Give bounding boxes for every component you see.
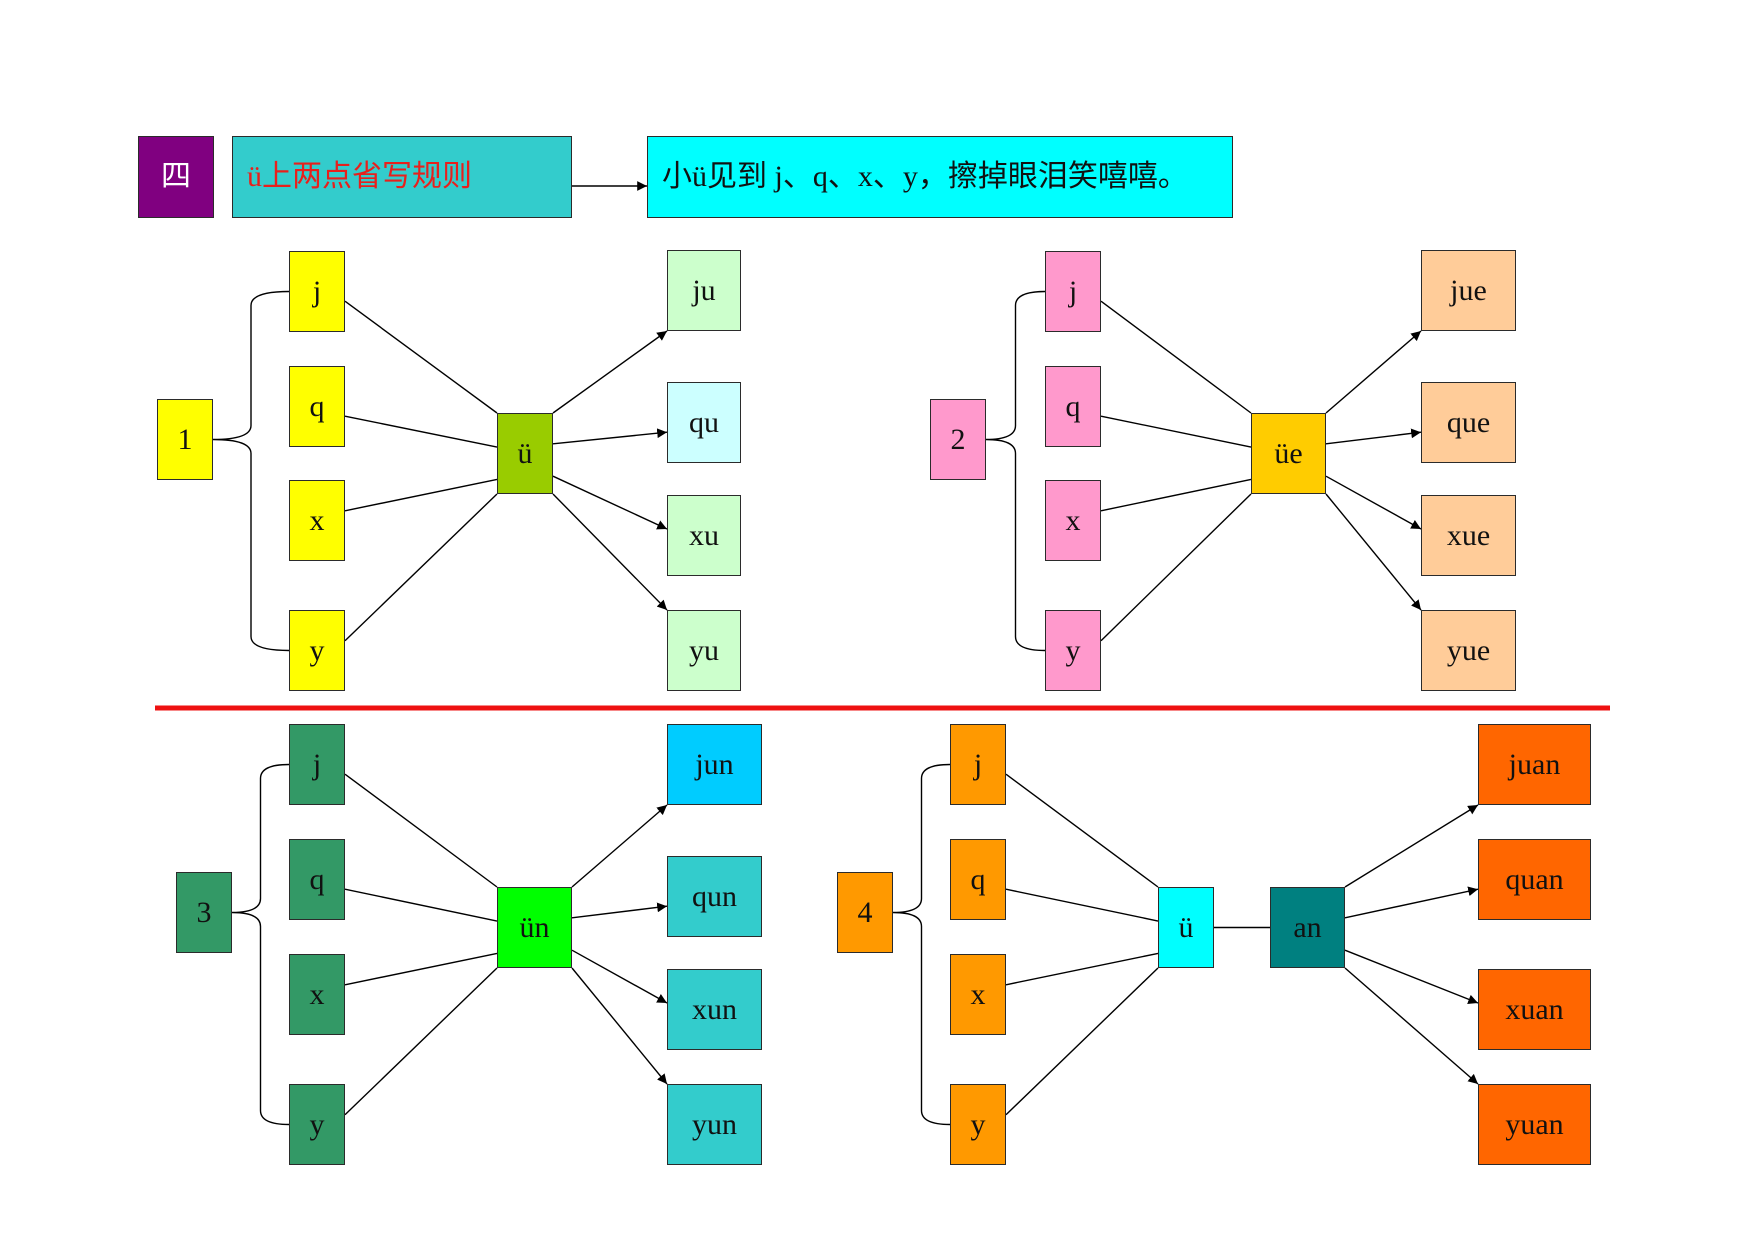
group-3-center: ün (497, 887, 572, 968)
group-2-initial-line-j (1100, 300, 1252, 414)
group-2-result-xue: xue (1421, 495, 1516, 576)
group-4-result-quan: quan (1478, 839, 1591, 920)
group-4-result-arrow-juan (1344, 804, 1479, 888)
group-1-initial-line-y (344, 493, 498, 642)
group-4-result-xuan: xuan (1478, 969, 1591, 1050)
group-3-result-qun: qun (667, 856, 762, 937)
group-4-initial-line-y (1005, 967, 1159, 1116)
group-1-initial-q: q (289, 366, 345, 447)
group-3-result-arrow-xun (571, 949, 668, 1004)
group-3-initial-j: j (289, 724, 345, 805)
group-1-result-xu: xu (667, 495, 741, 576)
group-2-number: 2 (930, 399, 986, 480)
group-4-initial-line-j (1005, 773, 1159, 888)
group-1-center: ü (497, 413, 553, 494)
group-2-brace (985, 290, 1046, 652)
group-1-initial-line-j (344, 300, 498, 414)
group-1-initial-y: y (289, 610, 345, 691)
group-2-result-jue: jue (1421, 250, 1516, 331)
group-2-initial-y: y (1045, 610, 1101, 691)
rule-title: ü上两点省写规则 (232, 136, 572, 218)
group-1-initial-line-x (344, 478, 498, 512)
group-2-result-que: que (1421, 382, 1516, 463)
rule-mnemonic: 小ü见到 j、q、x、y，擦掉眼泪笑嘻嘻。 (647, 136, 1233, 218)
group-2-initial-line-y (1100, 493, 1252, 642)
group-4-initial-x: x (950, 954, 1006, 1035)
group-2-result-arrow-yue (1325, 493, 1422, 611)
group-4-initial-q: q (950, 839, 1006, 920)
group-4-result-arrow-quan (1344, 886, 1479, 919)
section-number-badge: 四 (138, 136, 214, 218)
group-3-initial-line-q (344, 888, 498, 922)
group-3-initial-line-x (344, 952, 498, 986)
group-3-initial-line-j (344, 773, 498, 888)
group-3-result-yun: yun (667, 1084, 762, 1165)
group-2-result-yue: yue (1421, 610, 1516, 691)
group-3-result-arrow-jun (571, 804, 668, 888)
group-2-initial-x: x (1045, 480, 1101, 561)
group-1-result-arrow-yu (552, 493, 668, 611)
group-1-initial-line-q (344, 415, 498, 448)
group-4-initial-y: y (950, 1084, 1006, 1165)
group-2-initial-q: q (1045, 366, 1101, 447)
group-2-result-arrow-jue (1325, 330, 1422, 414)
group-2-initial-j: j (1045, 251, 1101, 332)
group-2-initial-line-q (1100, 415, 1252, 448)
group-3-initial-x: x (289, 954, 345, 1035)
group-3-result-xun: xun (667, 969, 762, 1050)
group-3-result-arrow-yun (571, 967, 668, 1085)
group-1-result-arrow-ju (552, 330, 668, 414)
group-2-result-arrow-que (1325, 428, 1422, 445)
group-3-number: 3 (176, 872, 232, 953)
group-4-number: 4 (837, 872, 893, 953)
group-3-brace (231, 763, 290, 1126)
group-1-brace (212, 290, 290, 652)
group-1-result-arrow-xu (552, 475, 668, 530)
group-4-result-arrow-yuan (1344, 967, 1479, 1085)
group-4-initial-line-q (1005, 888, 1159, 922)
group-4-initial-line-x (1005, 952, 1159, 986)
group-3-initial-line-y (344, 967, 498, 1116)
group-2-result-arrow-xue (1325, 475, 1422, 530)
group-4-center: ü (1158, 887, 1214, 968)
group-1-number: 1 (157, 399, 213, 480)
group-4-connector: an (1270, 887, 1345, 968)
group-3-result-jun: jun (667, 724, 762, 805)
group-1-result-ju: ju (667, 250, 741, 331)
group-4-result-arrow-xuan (1344, 949, 1479, 1004)
group-4-initial-j: j (950, 724, 1006, 805)
group-3-result-arrow-qun (571, 902, 668, 919)
group-3-initial-q: q (289, 839, 345, 920)
group-1-result-arrow-qu (552, 428, 668, 445)
group-1-result-yu: yu (667, 610, 741, 691)
group-2-initial-line-x (1100, 478, 1252, 512)
group-1-result-qu: qu (667, 382, 741, 463)
group-2-center: üe (1251, 413, 1326, 494)
group-3-initial-y: y (289, 1084, 345, 1165)
group-1-initial-j: j (289, 251, 345, 332)
group-1-initial-x: x (289, 480, 345, 561)
group-4-brace (892, 763, 951, 1126)
group-4-result-yuan: yuan (1478, 1084, 1591, 1165)
group-4-result-juan: juan (1478, 724, 1591, 805)
